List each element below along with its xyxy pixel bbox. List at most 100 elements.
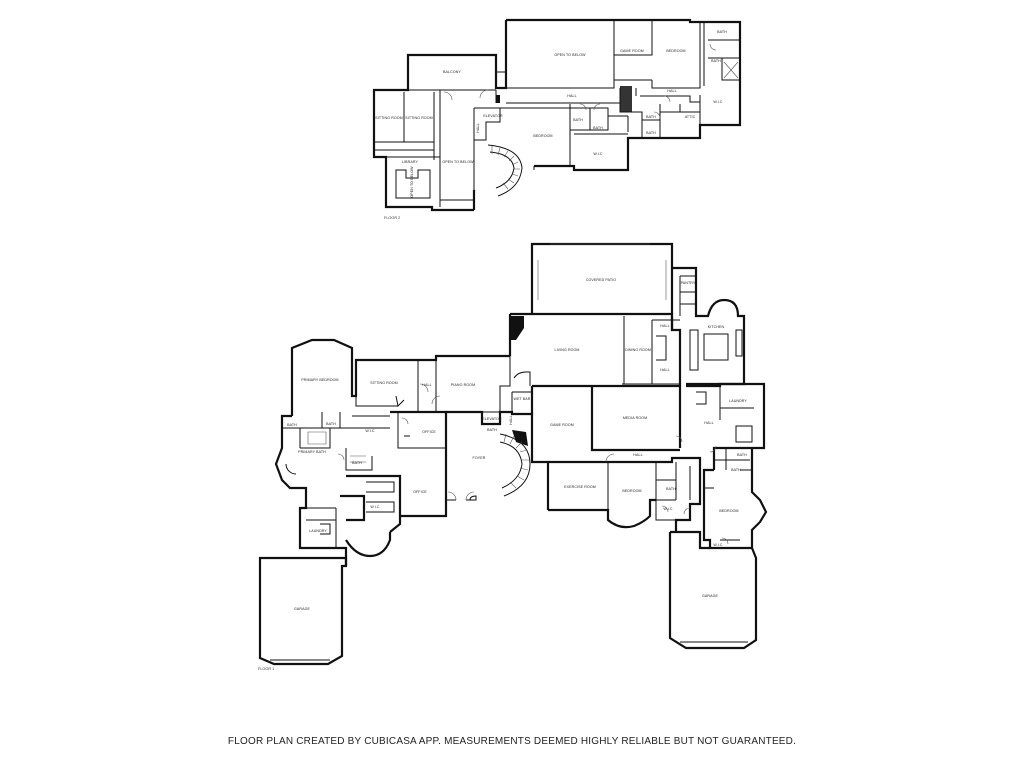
floor-2-open-below-walls <box>506 20 705 89</box>
label-bedroom-f2-center: BEDROOM <box>533 134 552 138</box>
floor-2-center-bath-walls <box>570 107 629 135</box>
floor-2-stair-treads <box>491 146 520 190</box>
label-garage-right: GARAGE <box>702 594 718 598</box>
right-garage-walls <box>668 530 758 650</box>
label-hall-kitchen-2: HALL <box>660 368 669 372</box>
label-hall-lower: HALL <box>633 453 642 457</box>
label-bath-f2-center-1: BATH <box>573 118 583 122</box>
kitchen-counter <box>689 329 743 371</box>
label-attic: ATTIC <box>685 115 696 119</box>
pantry-walls <box>679 275 696 316</box>
floor-2-column <box>496 95 500 103</box>
floor-1-door-swings <box>337 383 729 545</box>
office-inner <box>366 412 446 513</box>
left-garage-walls <box>258 556 348 666</box>
label-bath-lower-1: BATH <box>666 487 676 491</box>
floor-2-right-cluster-walls <box>636 95 701 138</box>
label-bath-left-f1: BATH <box>352 461 362 465</box>
covered-patio-edge <box>537 243 667 300</box>
label-wic-f2-right: W.I.C <box>713 100 723 104</box>
floor-2-balcony-walls <box>408 71 506 91</box>
label-bedroom-f2-right: BEDROOM <box>666 49 685 53</box>
disclaimer-text: FLOOR PLAN CREATED BY CUBICASA APP. MEAS… <box>227 736 797 747</box>
label-piano-room: PIANO ROOM <box>451 383 475 387</box>
office-corridor-walls <box>340 410 448 533</box>
label-laundry-right: LAUNDRY <box>729 399 747 403</box>
label-hall-right: HALL <box>704 421 713 425</box>
floor-1-label: FLOOR 1 <box>258 667 274 671</box>
primary-bath-inner <box>282 412 390 475</box>
right-bedroom-walls <box>702 448 768 550</box>
label-game-room-f1: GAME ROOM <box>550 423 574 427</box>
label-bedroom-center-f1: BEDROOM <box>622 489 641 493</box>
living-room-walls <box>508 312 682 448</box>
label-open-to-below-library: OPEN TO BELOW <box>410 166 414 198</box>
label-hall-sitting: HALL <box>422 383 431 387</box>
floor-2-bath-walls <box>708 39 740 81</box>
lower-center-walls <box>548 456 702 532</box>
label-elevator-f2: ELEVATOR <box>483 114 503 118</box>
label-wic-f2-center: W.I.C <box>593 152 603 156</box>
game-media-walls <box>530 384 680 452</box>
label-bath-primary-2: BATH <box>326 422 336 426</box>
label-covered-patio: COVERED PATIO <box>586 278 616 282</box>
label-bath-right-f1: BATH <box>737 453 747 457</box>
label-laundry-left: LAUNDRY <box>309 529 327 533</box>
label-wic-primary: W.I.C <box>365 429 375 433</box>
label-hall-f2-left: HALL <box>476 123 480 132</box>
label-exercise-room: EXERCISE ROOM <box>564 485 596 489</box>
label-bedroom-right-f1: BEDROOM <box>719 509 738 513</box>
label-media-room: MEDIA ROOM <box>623 416 647 420</box>
floor-2-label: FLOOR 2 <box>384 216 400 220</box>
floor-1-plan: COVERED PATIO PANTRY KITCHEN LIVING ROOM… <box>258 242 768 671</box>
label-primary-bath: PRIMARY BATH <box>298 450 326 454</box>
label-foyer: FOYER <box>473 456 486 460</box>
label-sitting-room-1: SITTING ROOM <box>375 116 403 120</box>
primary-bath-walls <box>274 414 348 566</box>
label-sitting-room-2: SITTING ROOM <box>405 116 433 120</box>
sitting-room-walls <box>355 360 437 412</box>
label-primary-bedroom: PRIMARY BEDROOM <box>301 378 338 382</box>
label-game-room-f2: GAME ROOM <box>620 49 644 53</box>
floor-2-wall-accent <box>620 86 632 112</box>
label-sitting-room-f1: SITTING ROOM <box>370 381 398 385</box>
label-bath-f2-center-2: BATH <box>593 126 603 130</box>
bay-window-left <box>345 532 392 558</box>
wet-bar <box>511 371 532 414</box>
label-wic-left-f1: W.I.C <box>370 505 380 509</box>
primary-bedroom-walls <box>290 338 510 416</box>
label-bath-center-f1: BATH <box>487 428 497 432</box>
right-bath-inner <box>704 448 752 541</box>
floor-2-plan: BALCONY OPEN TO BELOW GAME ROOM BEDROOM … <box>372 18 742 220</box>
label-wic-lower-1: W.I.C <box>663 507 673 511</box>
laundry-right-inner <box>696 386 754 443</box>
label-dining-room: DINING ROOM <box>625 348 651 352</box>
label-pantry: PANTRY <box>681 281 696 285</box>
label-open-to-below-stairs: OPEN TO BELOW <box>442 160 474 164</box>
label-hall-center-f1: HALL <box>509 415 513 424</box>
label-kitchen: KITCHEN <box>708 325 725 329</box>
label-bath-primary: BATH <box>287 423 297 427</box>
floor-plan-drawing: BALCONY OPEN TO BELOW GAME ROOM BEDROOM … <box>258 18 768 671</box>
label-garage-left: GARAGE <box>294 607 310 611</box>
label-hall-kitchen-1: HALL <box>660 324 669 328</box>
label-hall-f2-center: HALL <box>567 94 576 98</box>
left-laundry-walls <box>306 507 337 548</box>
floor-2-sitting-room-walls <box>373 90 435 160</box>
label-hall-f2-right: HALL <box>667 89 676 93</box>
label-bath-f2-top: BATH <box>717 30 727 34</box>
label-living-room: LIVING ROOM <box>554 348 579 352</box>
floor-2-fixture-lines <box>723 61 739 79</box>
label-office-2: OFFICE <box>413 490 427 494</box>
primary-bath-fixtures <box>307 431 366 463</box>
stair-treads-f1 <box>503 433 530 489</box>
label-office-1: OFFICE <box>422 430 436 434</box>
label-bath-f2-right-2: BATH <box>646 131 656 135</box>
foyer-walls <box>446 410 550 510</box>
stair-core <box>512 430 528 446</box>
label-wet-bar: WET BAR <box>513 397 530 401</box>
label-library: LIBRARY <box>402 160 419 164</box>
label-bath-far-right-f1: BATH <box>731 468 741 472</box>
label-bath-f2-right-1: BATH <box>646 115 656 119</box>
label-open-to-below-top: OPEN TO BELOW <box>554 53 586 57</box>
